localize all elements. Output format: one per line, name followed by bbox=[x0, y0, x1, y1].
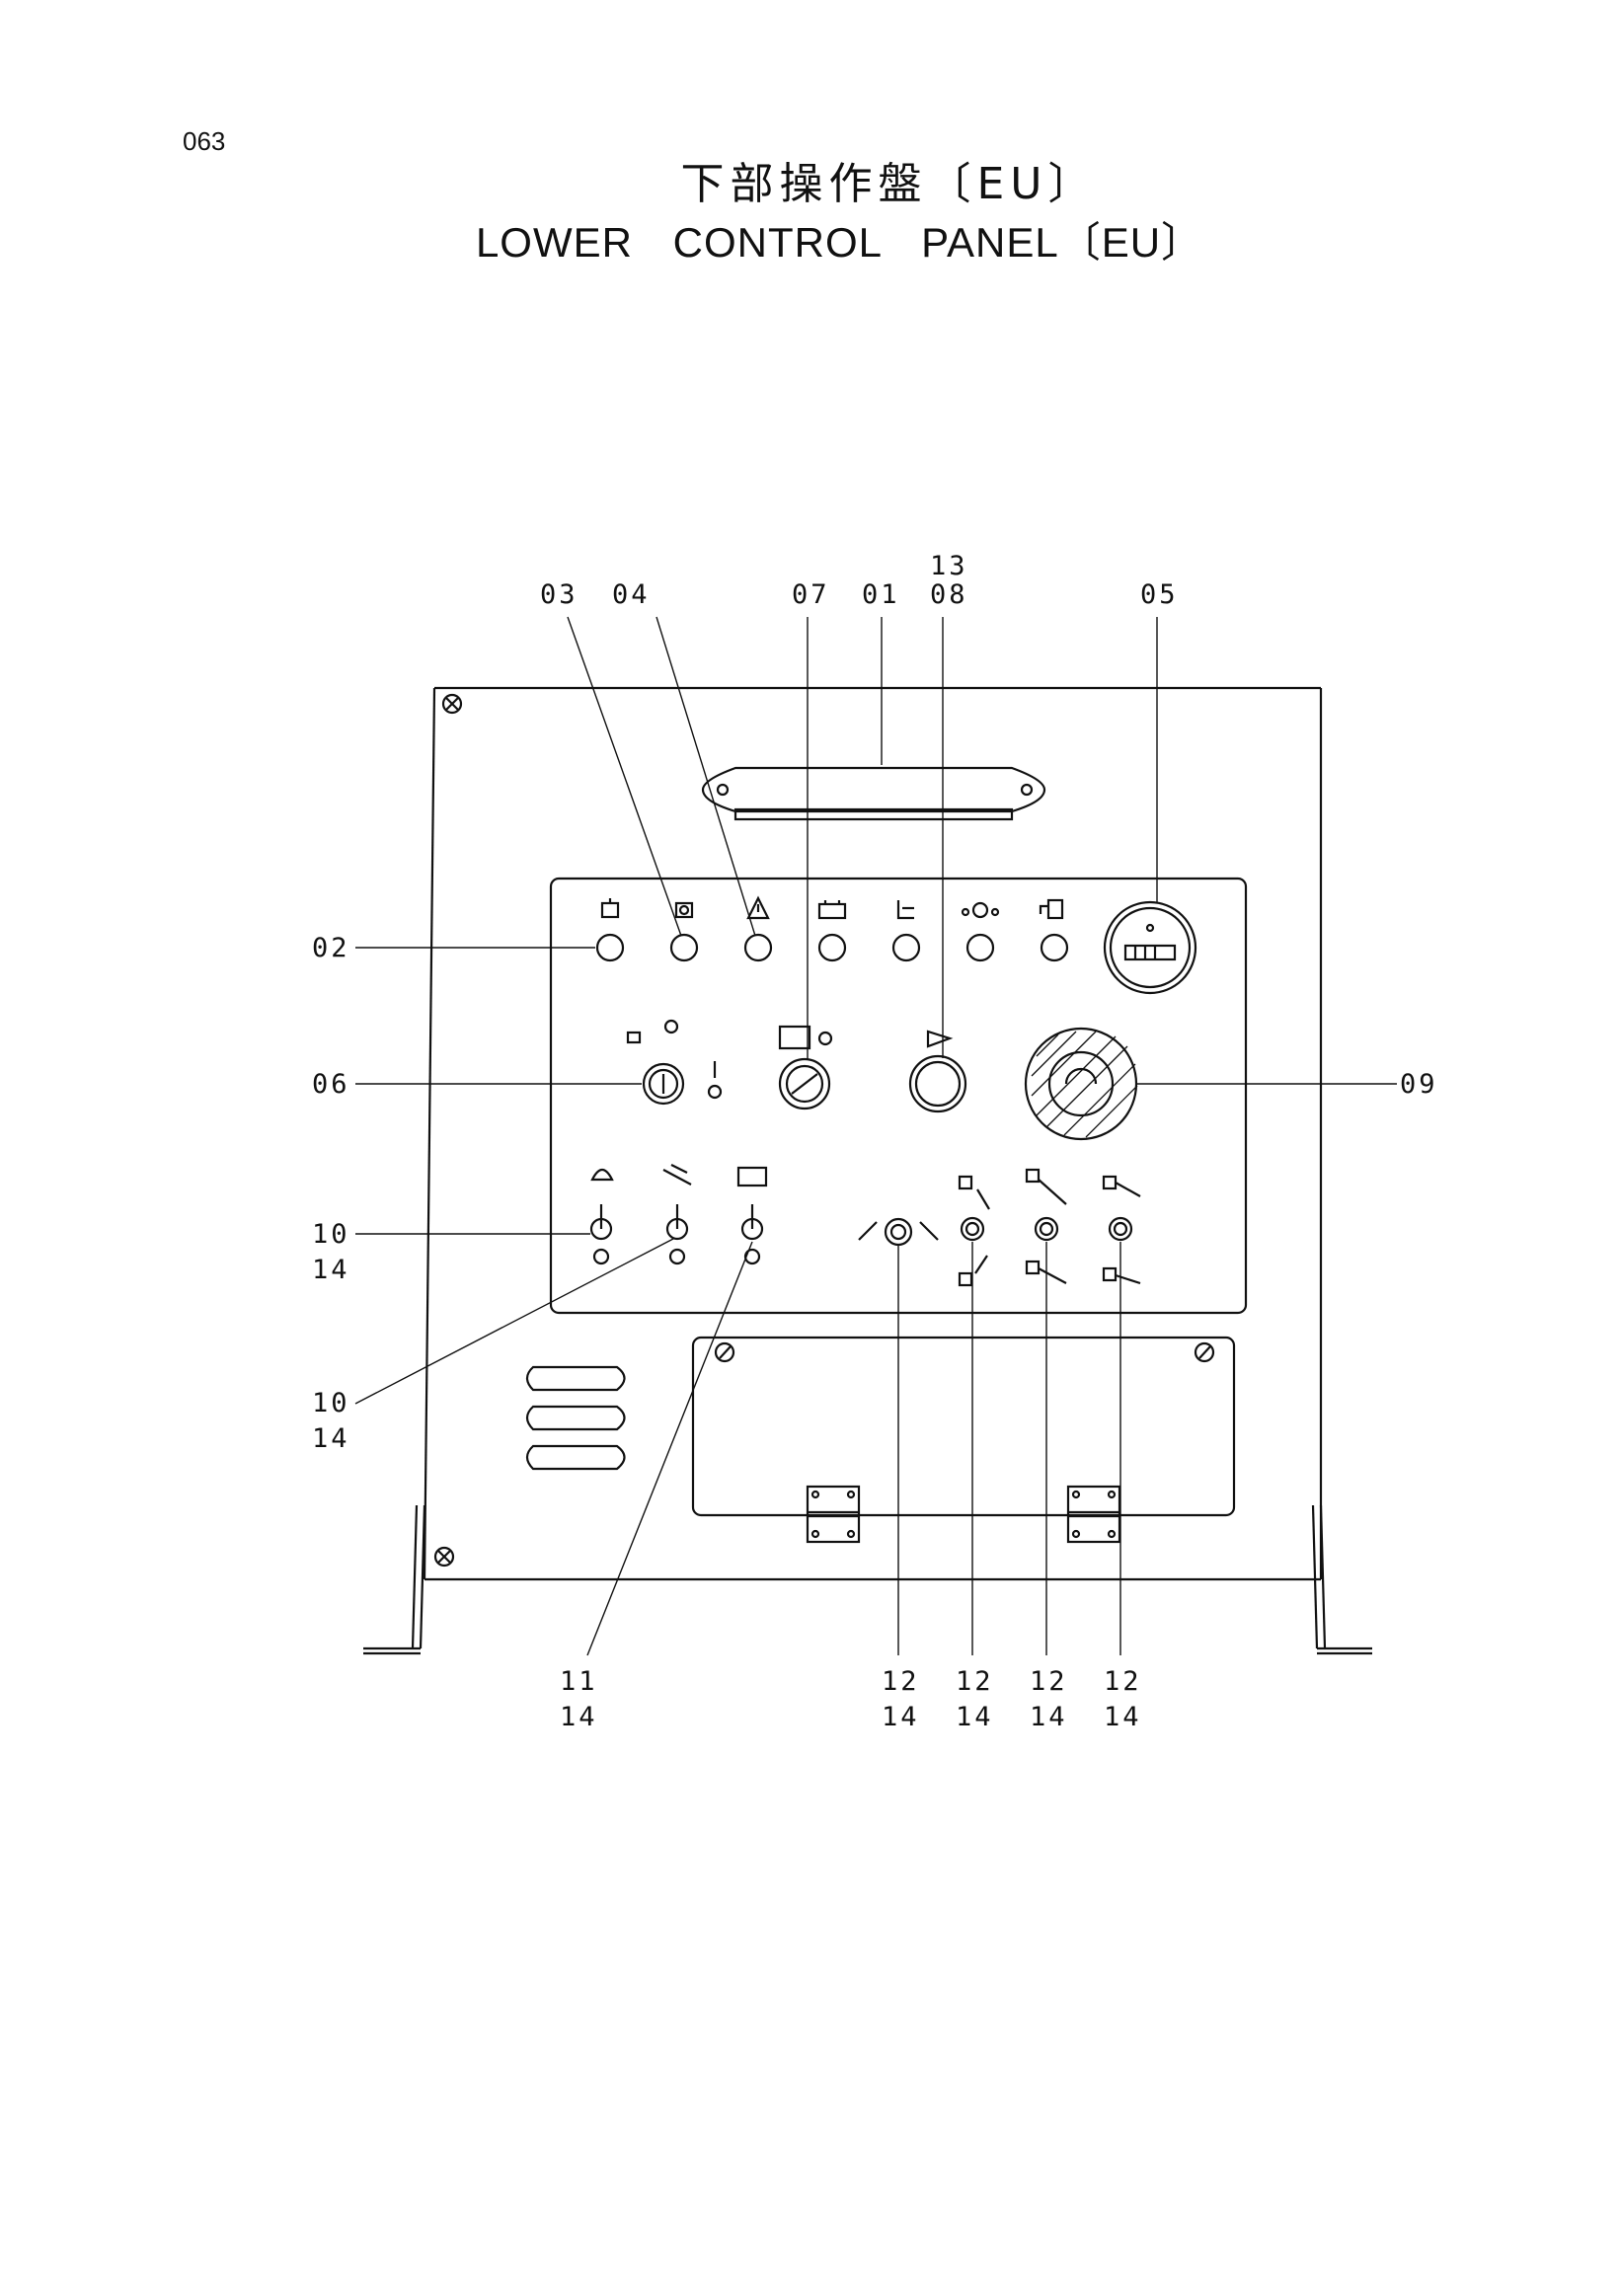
screw-icon bbox=[433, 1546, 455, 1568]
toggle-switch-boom[interactable] bbox=[589, 1168, 614, 1265]
callout-12: 12 bbox=[956, 1666, 994, 1697]
emergency-stop-button[interactable] bbox=[1024, 1027, 1138, 1141]
hour-meter bbox=[1103, 900, 1197, 995]
page-title-english: LOWER CONTROL PANEL〔EU〕 bbox=[475, 219, 1204, 266]
boom-lift-switch[interactable] bbox=[958, 1175, 990, 1287]
callout-leaders bbox=[354, 616, 1397, 1656]
emergency-stop-hatching bbox=[1031, 1031, 1138, 1138]
toggle-switch-outrigger[interactable] bbox=[662, 1164, 692, 1265]
screw-icon bbox=[441, 693, 463, 715]
callout-14: 14 bbox=[1104, 1702, 1142, 1732]
callout-14: 14 bbox=[312, 1423, 350, 1454]
jib-switch[interactable] bbox=[1102, 1175, 1141, 1285]
callout-10: 10 bbox=[312, 1219, 350, 1250]
callout-11: 11 bbox=[560, 1666, 598, 1697]
screw-icon bbox=[1194, 1341, 1215, 1363]
callout-04: 04 bbox=[612, 579, 651, 610]
callout-12: 12 bbox=[1030, 1666, 1068, 1697]
hinge-right bbox=[1066, 1485, 1121, 1544]
callout-14: 14 bbox=[1030, 1702, 1068, 1732]
key-switch[interactable] bbox=[626, 1019, 723, 1106]
coolant-icon bbox=[896, 900, 914, 920]
slew-selector-switch[interactable] bbox=[858, 1217, 939, 1247]
callout-14: 14 bbox=[560, 1702, 598, 1732]
callout-03: 03 bbox=[540, 579, 579, 610]
engine-icon bbox=[600, 898, 620, 919]
horn-button[interactable] bbox=[908, 1030, 967, 1113]
warning-triangle-icon bbox=[746, 895, 770, 920]
callout-07: 07 bbox=[792, 579, 830, 610]
callout-01: 01 bbox=[862, 579, 900, 610]
callout-09: 09 bbox=[1400, 1069, 1438, 1100]
callout-14: 14 bbox=[882, 1702, 920, 1732]
callout-12: 12 bbox=[882, 1666, 920, 1697]
panel-handle bbox=[701, 766, 1046, 821]
throttle-switch[interactable] bbox=[778, 1025, 833, 1110]
oil-pressure-icon bbox=[961, 901, 1000, 919]
page-title-japanese: 下部操作盤〔EU〕 bbox=[680, 159, 1098, 209]
callout-02: 02 bbox=[312, 933, 350, 963]
callout-10: 10 bbox=[312, 1388, 350, 1418]
toggle-switch-platform[interactable] bbox=[736, 1166, 768, 1265]
hinge-left bbox=[806, 1485, 861, 1544]
callout-14: 14 bbox=[956, 1702, 994, 1732]
fuel-icon bbox=[1039, 898, 1064, 920]
callout-14: 14 bbox=[312, 1255, 350, 1285]
access-cover bbox=[691, 1336, 1236, 1517]
callout-05: 05 bbox=[1140, 579, 1179, 610]
screw-icon bbox=[714, 1341, 735, 1363]
glow-plug-icon bbox=[674, 901, 694, 919]
callout-13: 13 bbox=[930, 551, 968, 581]
panel-housing bbox=[363, 686, 1372, 1655]
callout-08: 08 bbox=[930, 579, 968, 610]
vent-slots bbox=[525, 1365, 626, 1471]
callout-12: 12 bbox=[1104, 1666, 1142, 1697]
warning-lamp-row bbox=[595, 933, 1069, 962]
callout-06: 06 bbox=[312, 1069, 350, 1100]
boom-extend-switch[interactable] bbox=[1025, 1168, 1067, 1284]
page-number: 063 bbox=[183, 126, 226, 156]
battery-icon bbox=[817, 900, 847, 920]
